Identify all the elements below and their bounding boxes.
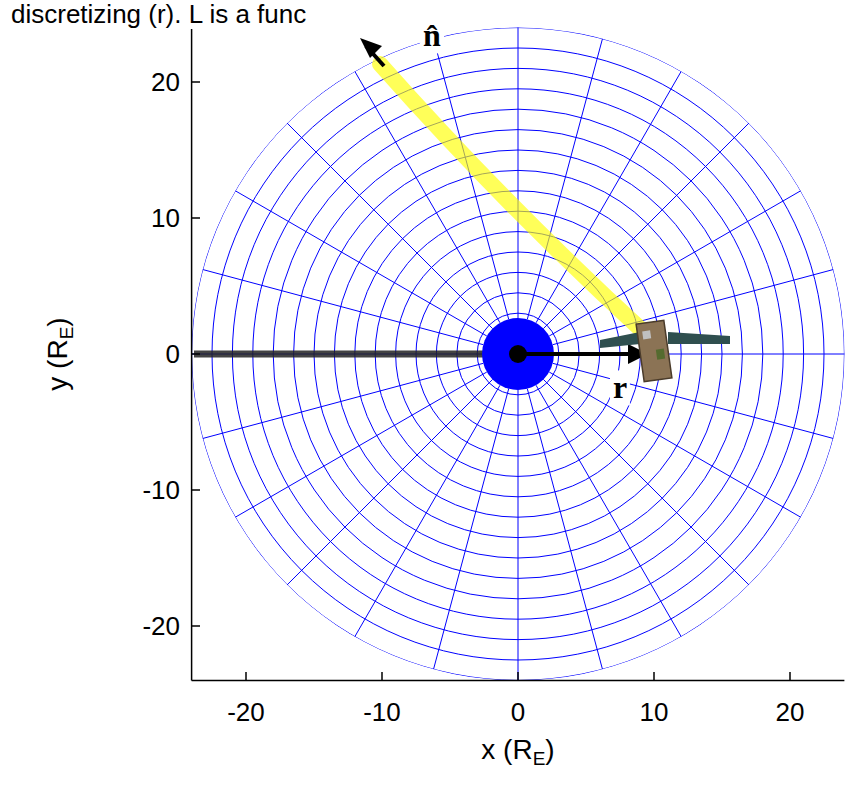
tick-label: -10 — [363, 698, 401, 727]
grid-lines — [178, 14, 848, 694]
axis-ticks — [192, 82, 790, 680]
axis-title-part: ) — [42, 317, 73, 326]
vector-label: r — [610, 370, 630, 405]
subscript: E — [56, 327, 77, 340]
axis-title-part: ) — [545, 734, 554, 765]
tick-label: 20 — [151, 68, 180, 97]
tick-label: 0 — [166, 340, 180, 369]
r-arrow — [518, 344, 648, 364]
line-of-sight-beam — [380, 64, 648, 336]
tail-line — [194, 351, 518, 358]
tick-label: 10 — [640, 698, 669, 727]
tick-label: 10 — [151, 204, 180, 233]
vector-label: n̂ — [420, 18, 444, 53]
subscript: E — [533, 748, 546, 769]
axis-title-part: x (R — [481, 734, 532, 765]
x-axis-title: x (RE) — [481, 735, 554, 770]
y-axis-title: y (RE) — [43, 317, 78, 390]
axes — [192, 28, 845, 681]
tick-label: 20 — [776, 698, 805, 727]
tick-label: -20 — [227, 698, 265, 727]
tick-label: 0 — [511, 698, 525, 727]
main-title: discretizing (r). L is a func — [8, 0, 309, 29]
tick-label: -10 — [142, 476, 180, 505]
tick-label: -20 — [142, 612, 180, 641]
axis-title-part: y (R — [42, 339, 73, 390]
n-hat-arrow — [360, 38, 384, 66]
